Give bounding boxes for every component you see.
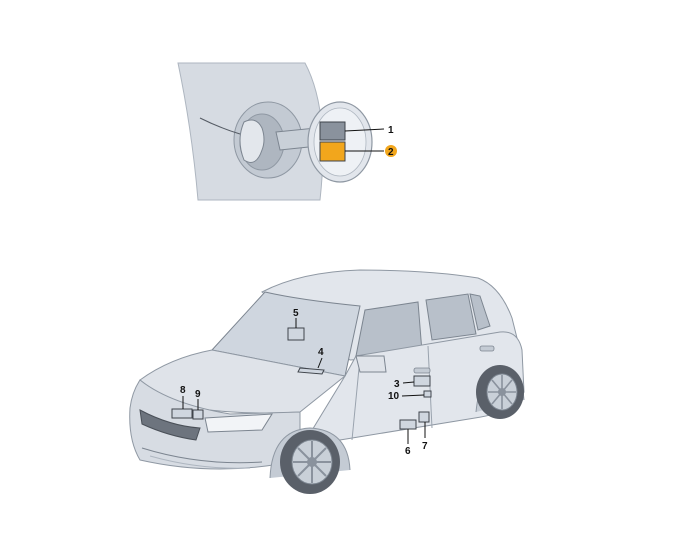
leader-3 [402,381,415,384]
leader-1 [344,128,385,132]
callout-9: 9 [195,389,201,400]
front-door-handle [413,367,431,374]
label-8-sticker [171,408,193,419]
label-4-sticker [297,367,325,375]
headlight [204,413,273,433]
callout-3: 3 [394,379,400,390]
rear-wheel [476,365,524,419]
callout-2: 2 [388,147,394,158]
callout-6: 6 [405,446,411,457]
label-1-sticker [319,121,346,141]
callout-4: 4 [318,347,324,358]
label-7-sticker [418,411,430,423]
side-mirror [355,355,387,373]
front-wheel [280,430,340,494]
windshield [211,291,361,377]
rear-quarter-window [469,293,491,331]
label-10-sticker [423,390,432,398]
leader-10 [401,394,425,397]
label-3-sticker [413,375,431,387]
fuel-filler-detail: 1 2 [177,62,397,201]
label-9-sticker [192,409,204,420]
grille [139,409,201,441]
callout-10: 10 [388,391,400,402]
callout-1: 1 [388,125,394,136]
label-5-sticker [287,327,305,341]
label-2-sticker [319,141,346,162]
callout-8: 8 [180,385,186,396]
callout-7: 7 [422,441,428,452]
leader-4 [317,357,323,369]
car-illustration: 5 4 8 9 3 10 6 7 [129,269,525,494]
rear-door-handle [479,345,495,352]
rear-side-window [425,293,477,341]
callout-5: 5 [293,308,299,319]
filler-cap [239,119,265,163]
callout-2-highlight [385,145,397,157]
label-6-sticker [399,419,417,430]
